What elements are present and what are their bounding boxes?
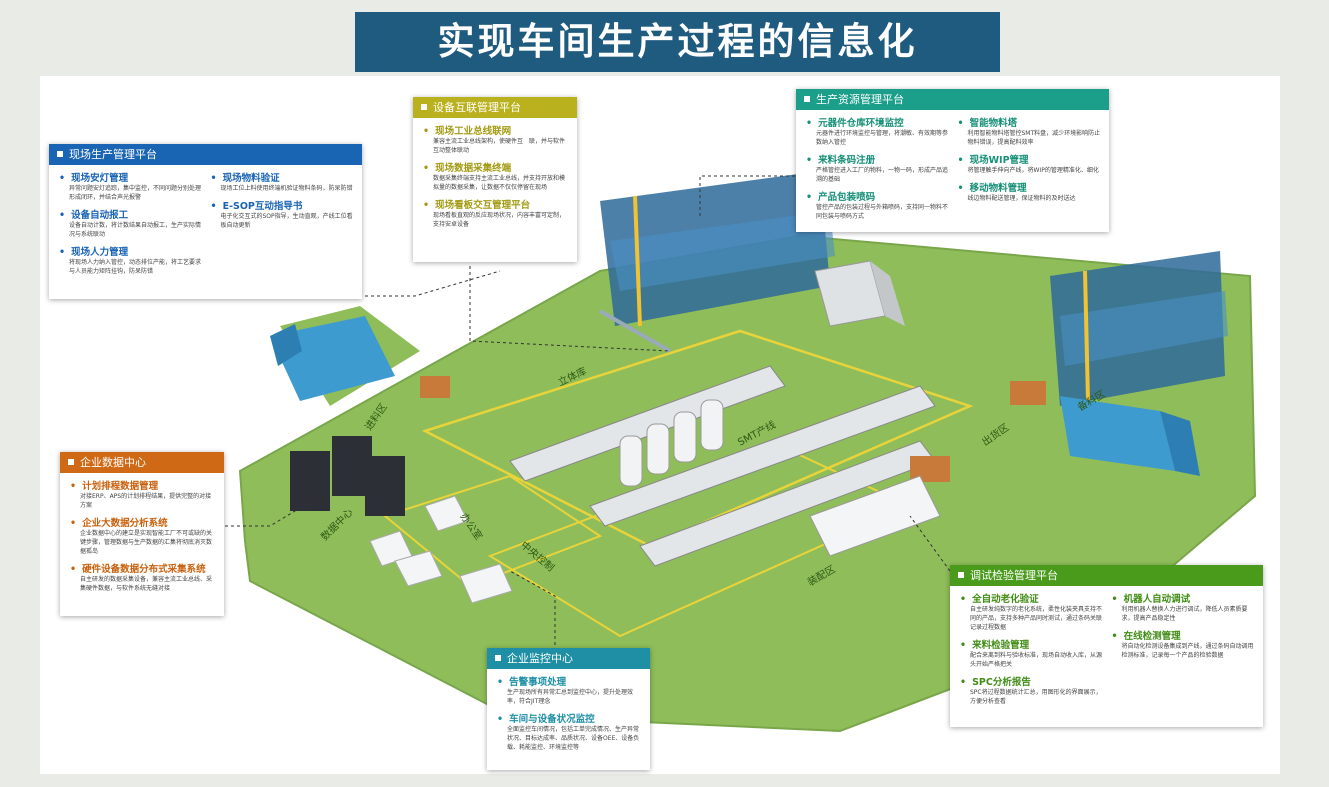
item-desc: 生产现场所有异常汇总到监控中心，提升处理效率，符合JIT理念 bbox=[507, 689, 634, 705]
item-title: SPC分析报告 bbox=[960, 674, 1104, 688]
rack-left bbox=[599, 171, 835, 353]
office-track bbox=[382, 474, 603, 588]
item-title: 在线检测管理 bbox=[1112, 628, 1256, 642]
item-desc: 异常问题安灯追踪，集中监控，不同问题分别处理形成闭环，并结合声光报警 bbox=[69, 185, 202, 201]
card-title: 生产资源管理平台 bbox=[816, 93, 904, 106]
production-resource-card: 生产资源管理平台 元器件仓库环境监控元器件进行环境监控与管理，将潮敏、有效期等参… bbox=[796, 89, 1109, 232]
bullet-square-icon bbox=[68, 459, 74, 465]
item-desc: 设备自动计数，将计数结果自动报工，生产实际情况与系统联动 bbox=[69, 222, 202, 238]
item-desc: 配合来离到料与验收标准，现场自动收入库，从源头开始严格把关 bbox=[970, 652, 1103, 668]
item-desc: 数据采集终端支持主流工业总线，并支持开放和模拟量的数据采集，让数据不仅仅停留在现… bbox=[433, 175, 566, 191]
bullet-square-icon bbox=[57, 151, 63, 157]
item-desc: 严格管控进入工厂的物料，一物一码，形成产品追溯的基础 bbox=[816, 167, 949, 183]
item-title: 来料检验管理 bbox=[960, 637, 1104, 651]
item-title: 元器件仓库环境监控 bbox=[806, 115, 950, 129]
server-racks bbox=[290, 436, 405, 516]
item-title: 现场人力管理 bbox=[59, 244, 203, 258]
card-title: 企业数据中心 bbox=[80, 456, 146, 469]
shipping-truck bbox=[1060, 396, 1200, 476]
item-desc: 兼容主流工业总线架构，使硬件互 联，并与软件互动整体联动 bbox=[433, 138, 566, 154]
item-title: 智能物料塔 bbox=[958, 115, 1102, 129]
bullet-square-icon bbox=[421, 104, 427, 110]
bullet-square-icon bbox=[495, 655, 501, 661]
item-title: 产品包装喷码 bbox=[806, 189, 950, 203]
item-desc: 全面监控车间情况，包括工单完成情况、生产异常状况、目标达成率、品质状况、设备OE… bbox=[507, 726, 640, 751]
card-title: 设备互联管理平台 bbox=[433, 101, 521, 114]
cargo-boxes bbox=[420, 376, 1046, 482]
site-production-card: 现场生产管理平台 现场安灯管理异常问题安灯追踪，集中监控，不同问题分别处理形成闭… bbox=[49, 144, 362, 299]
item-title: E-SOP互动指导书 bbox=[211, 198, 355, 212]
card-title: 企业监控中心 bbox=[507, 652, 573, 665]
item-title: 现场安灯管理 bbox=[59, 170, 203, 184]
item-desc: 线边物料配送管理，保证物料的及时送达 bbox=[967, 195, 1076, 202]
item-title: 告警事项处理 bbox=[497, 674, 642, 688]
item-title: 企业大数据分析系统 bbox=[70, 515, 216, 529]
enterprise-monitor-center-card: 企业监控中心 告警事项处理生产现场所有异常汇总到监控中心，提升处理效率，符合JI… bbox=[487, 648, 650, 770]
item-desc: 对接ERP、APS的计划排程结果，提供完整的对接方案 bbox=[80, 493, 212, 509]
item-title: 机器人自动调试 bbox=[1112, 591, 1256, 605]
item-title: 移动物料管理 bbox=[958, 180, 1102, 194]
card-title: 调试检验管理平台 bbox=[970, 569, 1058, 582]
item-desc: 电子化交互式的SOP指导，生动直观，产线工位看板自动更新 bbox=[220, 213, 353, 229]
item-title: 计划排程数据管理 bbox=[70, 478, 216, 492]
item-title: 现场工业总线联网 bbox=[423, 123, 569, 137]
rack-right bbox=[1050, 251, 1228, 406]
item-title: 现场物料验证 bbox=[211, 170, 355, 184]
inbound-truck bbox=[270, 316, 395, 401]
item-desc: 利用智能物料塔管控SMT料盘，减少环境影响防止物料错误，提高配料效率 bbox=[967, 130, 1101, 146]
item-desc: 现场工位上料使用终端机验证物料条码，防呆防错 bbox=[220, 185, 353, 192]
item-desc: 将自动化检测设备集成到产线，通过条码自动调用检测标准，记录每一个产品的检验数据 bbox=[1121, 643, 1254, 659]
item-desc: 将现场人力纳入管控，动态排位产能，将工艺要求与人员能力矩阵挂钩，防呆防错 bbox=[69, 259, 202, 275]
item-title: 设备自动报工 bbox=[59, 207, 203, 221]
item-desc: 现场看板直观的反应现场状况，内容丰富可定制，支持安卓设备 bbox=[433, 212, 566, 228]
item-title: 车间与设备状况监控 bbox=[497, 711, 642, 725]
office-desks bbox=[369, 495, 513, 604]
item-desc: 元器件进行环境监控与管理，将潮敏、有效期等参数纳入管控 bbox=[816, 130, 949, 146]
item-title: 现场数据采集终端 bbox=[423, 160, 569, 174]
item-desc: 企业数据中心的建立是实现智能工厂不可或缺的关键步骤，管理数据与生产数据的汇集将彻… bbox=[80, 530, 213, 555]
item-desc: 利用机器人替换人力进行调试，降低人员素质要求，提高产品稳定性 bbox=[1121, 606, 1248, 622]
smt-track bbox=[421, 329, 974, 548]
item-desc: 将管理触手伸向产线，将WIP的管理精准化、细化 bbox=[967, 167, 1099, 174]
item-desc: 自主研发的数据采集设备，兼容主流工业总线、采集硬件数据，与软件系统无缝对接 bbox=[80, 576, 213, 592]
card-title: 现场生产管理平台 bbox=[69, 148, 157, 161]
item-desc: SPC将过程数据统计汇总，用图形化的界面展示，方便分析查看 bbox=[970, 689, 1102, 705]
item-title: 硬件设备数据分布式采集系统 bbox=[70, 561, 216, 575]
oven-tanks bbox=[619, 399, 724, 487]
enterprise-data-center-card: 企业数据中心 计划排程数据管理对接ERP、APS的计划排程结果，提供完整的对接方… bbox=[60, 452, 224, 616]
smt-line bbox=[509, 365, 936, 567]
storage-room bbox=[814, 260, 905, 327]
bullet-square-icon bbox=[804, 96, 810, 102]
test-inspection-card: 调试检验管理平台 全自动老化验证自主研发纯数字的老化系统，柔性化装夹具支持不同的… bbox=[950, 565, 1263, 727]
item-title: 全自动老化验证 bbox=[960, 591, 1104, 605]
bullet-square-icon bbox=[958, 572, 964, 578]
page-title: 实现车间生产过程的信息化 bbox=[355, 12, 1000, 72]
item-title: 来料条码注册 bbox=[806, 152, 950, 166]
item-title: 现场WIP管理 bbox=[958, 152, 1102, 166]
assembly-bench bbox=[809, 475, 941, 557]
item-title: 现场看板交互管理平台 bbox=[423, 197, 569, 211]
connector-lines bbox=[225, 175, 951, 651]
item-desc: 自主研发纯数字的老化系统，柔性化装夹具支持不同的产品，支持多种产品同时测试，通过… bbox=[970, 606, 1103, 631]
item-desc: 管控产品的包装过程与外箱喷码，支持同一物料不同包装与喷码方式 bbox=[816, 204, 949, 220]
